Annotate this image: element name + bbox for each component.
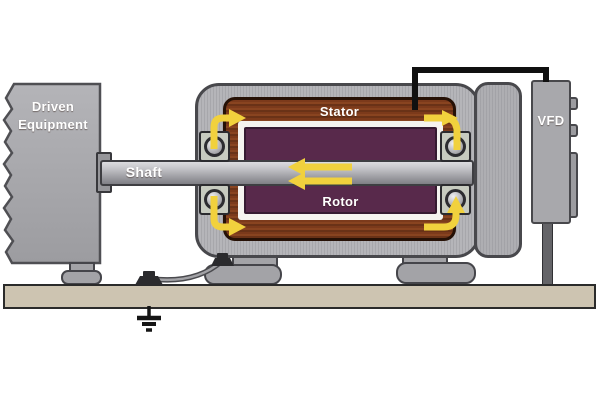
- shaft-label: Shaft: [125, 164, 163, 180]
- foot-bolt-cap: [217, 253, 228, 259]
- loop-bottom-left: [210, 196, 231, 231]
- loop-bottom-right: [424, 207, 460, 231]
- motor-shaft: Shaft: [100, 160, 474, 186]
- cable-path: [412, 67, 549, 110]
- vfd-unit: VFD: [531, 80, 571, 224]
- motor-foot-pad-right: [396, 262, 476, 284]
- vfd-label: VFD: [537, 113, 565, 128]
- arrowheads: [229, 109, 465, 236]
- foot-ground-bolt: [211, 258, 234, 266]
- motor-end-bell: [474, 82, 522, 258]
- stator-label: Stator: [319, 104, 360, 119]
- driven-equipment-label: Driven Equipment: [18, 99, 88, 132]
- rotor-label: Rotor: [322, 194, 359, 209]
- plank-ground-bolt: [135, 276, 163, 285]
- floor-plank: [3, 284, 596, 309]
- driven-equipment-shape: [2, 82, 102, 265]
- loop-top-left: [210, 114, 231, 149]
- ground-symbol-icon: [137, 306, 161, 332]
